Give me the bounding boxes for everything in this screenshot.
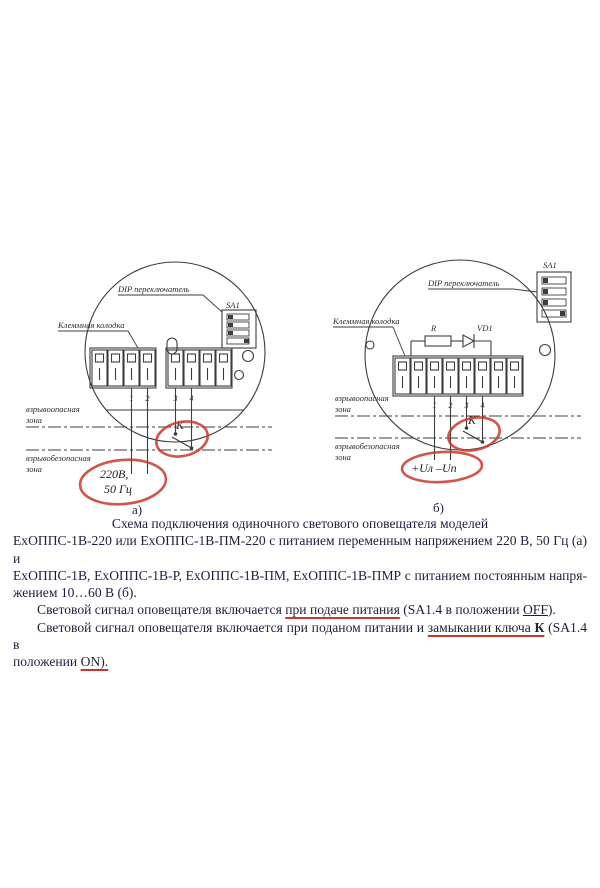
zone-safe-label: зона xyxy=(334,452,351,462)
dip-callout-line xyxy=(428,288,538,293)
text-run: Световой сигнал оповещателя включается xyxy=(37,602,286,618)
dip-callout-line xyxy=(118,294,223,313)
key-switch-icon: К xyxy=(171,420,194,450)
caption-line: жением 10…60 В (б). xyxy=(13,585,137,601)
red-circle-annotation xyxy=(400,450,484,484)
zone-hazard-label: взрывоопасная xyxy=(335,393,389,403)
source-voltage-label: 50 Гц xyxy=(104,482,132,496)
key-label: К xyxy=(467,415,477,427)
zone-safe-label: взрывобезопасная xyxy=(26,453,91,463)
text-run: положении xyxy=(13,654,81,670)
screw-hole-icon xyxy=(538,343,552,357)
subfigure-label-a: а) xyxy=(132,502,142,517)
zone-hazard-label: зона xyxy=(334,404,351,414)
terminal-block xyxy=(89,347,233,389)
dip-switch-icon: SA1 xyxy=(536,260,572,323)
red-underlined-text: ON). xyxy=(80,654,109,670)
terminal-callout-line xyxy=(58,330,139,349)
dip-switch-icon: SA1 xyxy=(221,300,257,349)
figure-caption: Схема подключения одиночного светового о… xyxy=(13,515,587,671)
key-switch-icon: К xyxy=(462,415,485,444)
wires xyxy=(433,396,484,460)
text-run: (SA1.4 в xyxy=(13,619,588,653)
sa1-label: SA1 xyxy=(226,300,240,310)
diagram-a: SA1 DIP переключатель Клеммная колодка 1… xyxy=(25,261,272,517)
terminal-callout-line xyxy=(333,326,406,357)
terminal-callout-label: Клеммная колодка xyxy=(332,316,399,326)
screw-hole-icon xyxy=(233,369,245,381)
zone-safe-label: взрывобезопасная xyxy=(335,441,400,451)
screw-hole-icon xyxy=(365,340,375,350)
paragraph-on-line2: положении ON). xyxy=(13,653,587,670)
subfigure-label-b: б) xyxy=(433,500,444,515)
caption-line: Схема подключения одиночного светового о… xyxy=(111,516,489,531)
source-voltage-label: 220В, xyxy=(100,467,128,481)
red-circle-annotation xyxy=(78,458,168,506)
zone-hazard-label: взрывоопасная xyxy=(26,404,80,414)
red-circle-annotation xyxy=(447,416,501,452)
sa1-label: SA1 xyxy=(543,260,557,270)
caption-line: ЕхОППС-1В-220 или ЕхОППС-1В-ПМ-220 с пит… xyxy=(13,533,587,566)
screw-hole-icon xyxy=(241,349,255,363)
red-underlined-text: при подаче питания xyxy=(285,602,400,618)
housing-circle xyxy=(84,261,266,443)
underlined-text: OFF xyxy=(522,602,548,618)
resistor-icon xyxy=(424,335,452,347)
zone-safe-label: зона xyxy=(25,464,42,474)
diagram-b: R VD1 SA1 DIP переключатель Клеммная кол… xyxy=(332,259,581,515)
resistor-label: R xyxy=(430,323,437,333)
resistor-diode-circuit: R VD1 xyxy=(410,323,493,356)
red-underlined-text: замыкании ключа xyxy=(427,619,535,635)
text-run: ). xyxy=(547,602,556,618)
diode-label: VD1 xyxy=(477,323,493,333)
terminal-callout-label: Клеммная колодка xyxy=(57,320,124,330)
dip-callout-label: DIP переключатель xyxy=(427,278,500,288)
paragraph-on-line1: Световой сигнал оповещателя включается п… xyxy=(13,619,587,654)
key-label: К xyxy=(175,420,185,432)
caption-line: ЕхОППС-1В, ЕхОППС-1В-Р, ЕхОППС-1В-ПМ, Ех… xyxy=(13,567,587,583)
zone-hazard-label: зона xyxy=(25,415,42,425)
paragraph-off: Световой сигнал оповещателя включается п… xyxy=(13,601,587,618)
dip-callout-label: DIP переключатель xyxy=(117,284,190,294)
source-voltage-label: +Uл –Uп xyxy=(411,461,457,475)
text-run: (SA1.4 в положении xyxy=(399,602,523,618)
terminal-block xyxy=(392,355,524,397)
red-circle-annotation xyxy=(155,420,209,458)
text-run: Световой сигнал оповещателя включается п… xyxy=(37,619,428,635)
diode-icon xyxy=(462,334,476,348)
red-underlined-bold-key: К xyxy=(534,619,545,635)
